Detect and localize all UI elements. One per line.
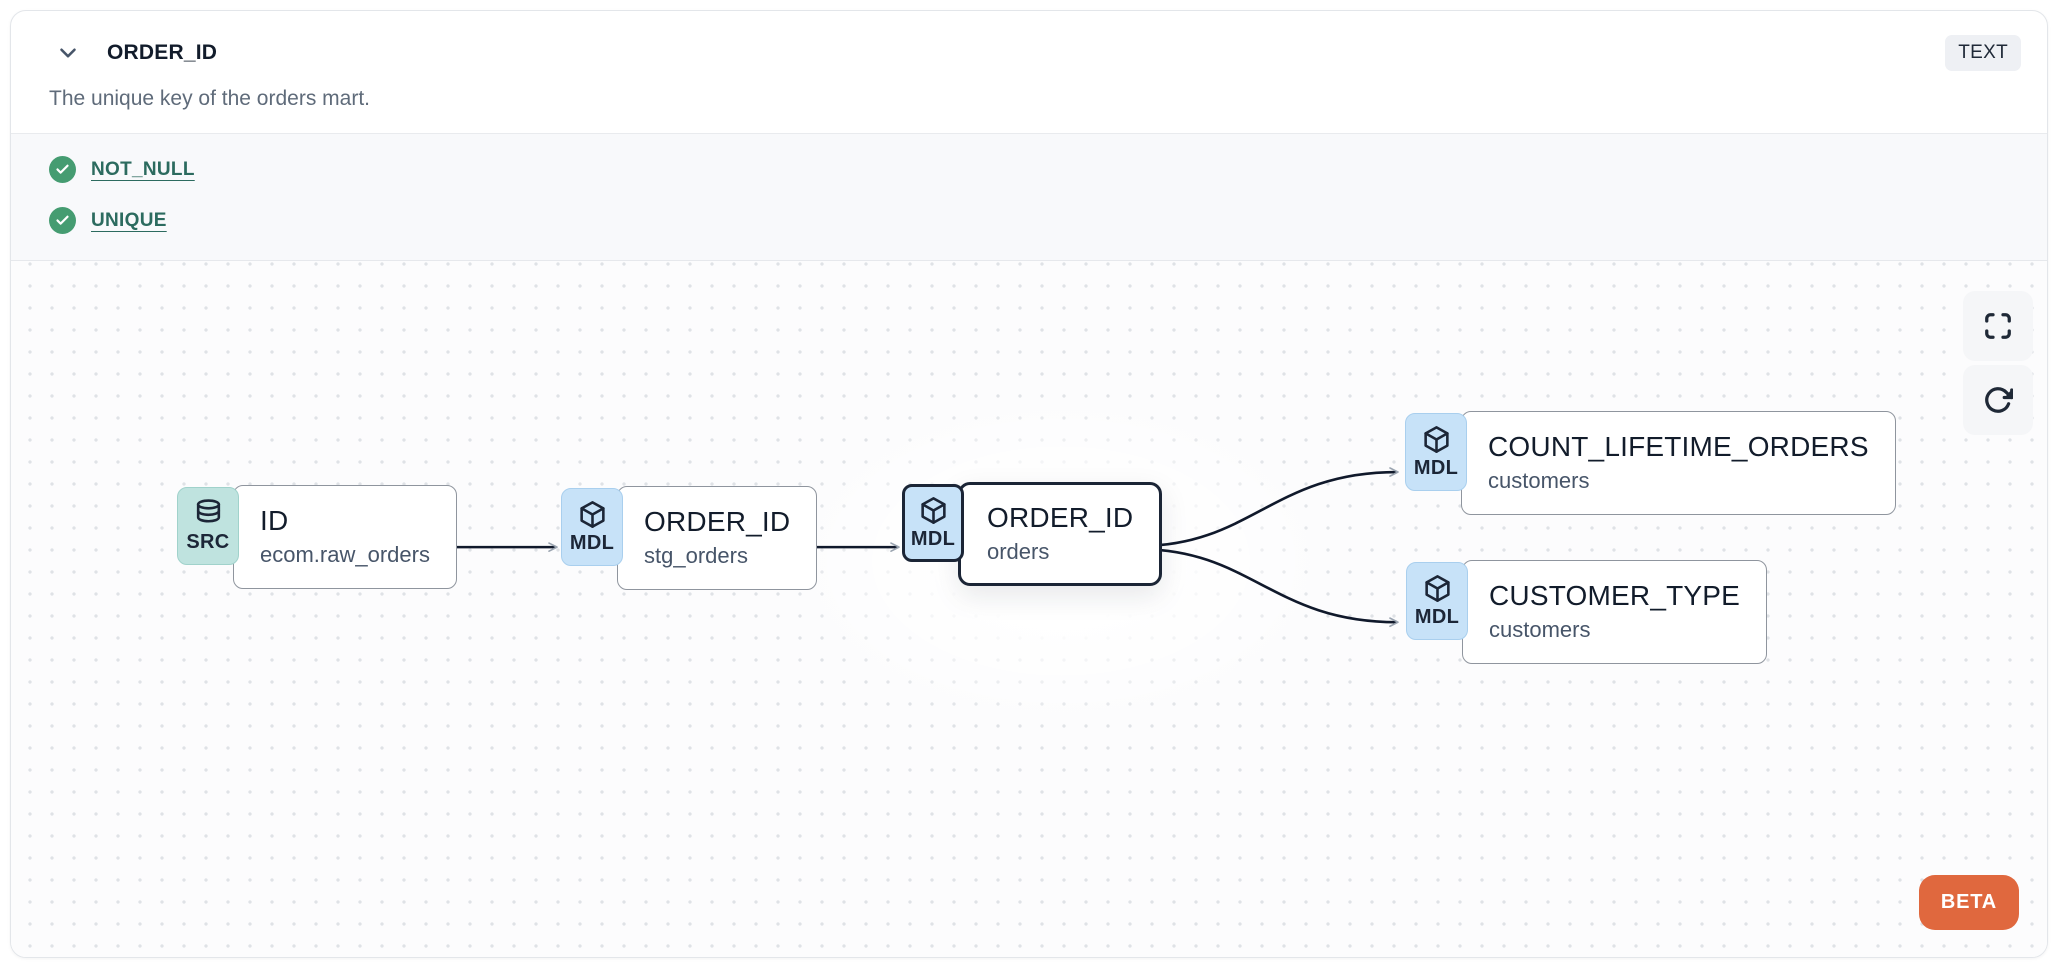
database-icon (196, 499, 220, 523)
node-title: ID (260, 504, 289, 536)
lineage-node-count-lifetime-orders[interactable]: MDL COUNT_LIFETIME_ORDERS customers (1405, 411, 1896, 515)
lineage-node-customer-type[interactable]: MDL CUSTOMER_TYPE customers (1406, 560, 1768, 664)
test-row-unique: UNIQUE (49, 207, 2007, 234)
tests-section: NOT_NULL UNIQUE (11, 133, 2047, 261)
node-card: COUNT_LIFETIME_ORDERS customers (1461, 411, 1896, 515)
lineage-node-source-id[interactable]: SRC ID ecom.raw_orders (177, 485, 457, 589)
chevron-down-icon[interactable] (51, 36, 85, 70)
node-badge-mdl: MDL (902, 484, 964, 562)
lineage-node-stg-order-id[interactable]: MDL ORDER_ID stg_orders (561, 486, 818, 590)
node-subtitle: stg_orders (644, 542, 748, 568)
node-badge-label: MDL (910, 528, 956, 550)
column-title: ORDER_ID (107, 41, 218, 64)
column-details-panel: ORDER_ID TEXT The unique key of the orde… (10, 10, 2048, 958)
node-badge-mdl: MDL (1405, 413, 1467, 491)
panel-header: ORDER_ID TEXT (11, 11, 2047, 71)
node-card: CUSTOMER_TYPE customers (1462, 560, 1768, 664)
beta-badge: BETA (1918, 875, 2019, 930)
node-badge-label: MDL (1413, 457, 1459, 479)
node-subtitle: customers (1489, 616, 1591, 642)
lineage-canvas[interactable]: SRC ID ecom.raw_orders MDL ORDER_ID stg_… (11, 261, 2047, 957)
node-card: ID ecom.raw_orders (233, 485, 457, 589)
node-title: CUSTOMER_TYPE (1489, 579, 1741, 611)
check-circle-icon (49, 156, 76, 183)
node-card: ORDER_ID orders (958, 482, 1163, 586)
test-link-unique[interactable]: UNIQUE (91, 209, 167, 231)
fullscreen-icon[interactable] (1963, 291, 2033, 361)
column-type-badge: TEXT (1945, 35, 2021, 71)
node-title: ORDER_ID (987, 501, 1134, 533)
node-title: ORDER_ID (644, 505, 791, 537)
refresh-icon[interactable] (1963, 365, 2033, 435)
node-badge-label: MDL (569, 532, 615, 554)
node-badge-mdl: MDL (1406, 562, 1468, 640)
node-subtitle: orders (987, 538, 1050, 564)
node-badge-mdl: MDL (561, 488, 623, 566)
cube-icon (579, 501, 605, 528)
check-circle-icon (49, 207, 76, 234)
node-card: ORDER_ID stg_orders (617, 486, 818, 590)
test-row-not-null: NOT_NULL (49, 156, 2007, 183)
test-link-not-null[interactable]: NOT_NULL (91, 158, 195, 180)
canvas-controls (1963, 291, 2033, 435)
cube-icon (1424, 575, 1450, 602)
node-badge-label: SRC (186, 531, 230, 553)
column-description: The unique key of the orders mart. (49, 87, 370, 110)
lineage-node-orders-order-id[interactable]: MDL ORDER_ID orders (902, 482, 1163, 586)
node-subtitle: customers (1488, 467, 1590, 493)
node-badge-label: MDL (1414, 606, 1460, 628)
cube-icon (1423, 426, 1449, 453)
cube-icon (920, 497, 946, 524)
node-title: COUNT_LIFETIME_ORDERS (1488, 430, 1869, 462)
node-subtitle: ecom.raw_orders (260, 541, 430, 567)
node-badge-src: SRC (177, 487, 239, 565)
